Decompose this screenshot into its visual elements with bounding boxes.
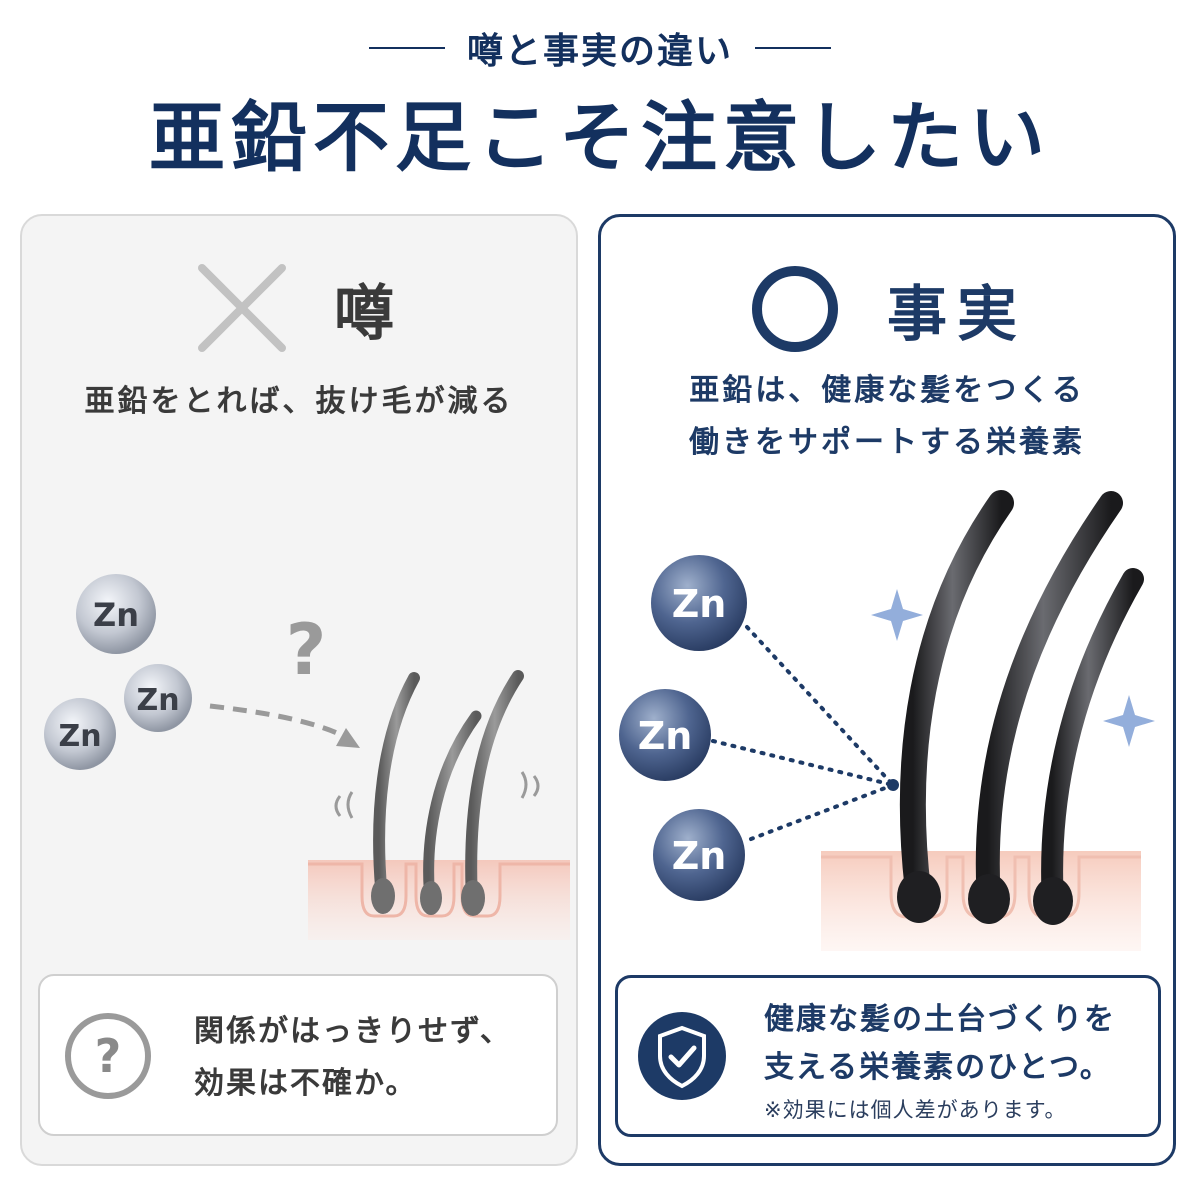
zn-ball-blue-2: Zn — [619, 689, 711, 781]
wiggle-mark-right-icon — [520, 771, 528, 799]
connector-dot — [887, 779, 899, 791]
rumor-heading-row: 噂 — [22, 258, 576, 358]
arrow-head-icon — [336, 728, 360, 748]
zn-ball-blue-1: Zn — [651, 555, 747, 651]
rumor-panel: 噂 亜鉛をとれば、抜け毛が減る Zn — [20, 214, 578, 1166]
zn-label: Zn — [93, 596, 139, 634]
subtitle-line-left — [368, 47, 445, 49]
cross-icon — [198, 264, 286, 352]
fact-statement-line2: 働きをサポートする栄養素 — [689, 425, 1085, 460]
svg-text:?: ? — [95, 1029, 122, 1083]
rumor-illustration: Zn Zn Zn ? — [44, 574, 570, 940]
zn-label: Zn — [136, 683, 179, 718]
fact-note-line1: 健康な髪の土台づくりを — [764, 1002, 1116, 1037]
subtitle-row: 噂と事実の違い — [0, 22, 1200, 74]
dotted-connector — [745, 625, 895, 787]
fact-heading: 事実 — [887, 279, 1027, 350]
dotted-connector — [711, 739, 895, 787]
main-title: 亜鉛不足こそ注意したい — [149, 93, 1051, 182]
sparkle-icon — [1103, 695, 1155, 747]
wiggle-mark-left-icon — [334, 795, 342, 817]
question-circle-icon: ? — [65, 1013, 151, 1099]
rumor-note-line2: 効果は不確か。 — [194, 1066, 418, 1101]
fact-heading-row: 事実 — [601, 259, 1173, 359]
hair-strand — [465, 670, 524, 906]
zn-ball-gray-3: Zn — [44, 698, 116, 770]
rumor-heading: 噂 — [334, 278, 404, 349]
fact-statement: 亜鉛は、健康な髪をつくる 働きをサポートする栄養素 — [601, 365, 1173, 469]
fact-note-line2: 支える栄養素のひとつ。 — [764, 1050, 1112, 1085]
zn-label: Zn — [672, 834, 727, 878]
zn-label: Zn — [638, 714, 693, 758]
fact-statement-line1: 亜鉛は、健康な髪をつくる — [689, 373, 1085, 408]
shield-check-icon — [638, 1012, 726, 1100]
fact-note-box: 健康な髪の土台づくりを 支える栄養素のひとつ。 ※効果には個人差があります。 — [615, 975, 1161, 1137]
hair-strand — [373, 672, 420, 904]
dashed-arrow — [209, 703, 350, 741]
zn-label: Zn — [672, 582, 727, 626]
dotted-connector — [749, 783, 895, 841]
rumor-note-box: ? 関係がはっきりせず、 効果は不確か。 — [38, 974, 558, 1136]
hair-strand — [1041, 568, 1144, 914]
subtitle-line-right — [755, 47, 831, 49]
zn-ball-gray-1: Zn — [76, 574, 156, 654]
sparkle-icon — [871, 589, 923, 641]
fact-note-text: 健康な髪の土台づくりを 支える栄養素のひとつ。 ※効果には個人差があります。 — [764, 996, 1116, 1128]
hair-strand — [423, 710, 482, 906]
zn-ball-blue-3: Zn — [653, 809, 745, 901]
fact-panel: 事実 亜鉛は、健康な髪をつくる 働きをサポートする栄養素 — [598, 214, 1176, 1166]
rumor-statement: 亜鉛をとれば、抜け毛が減る — [84, 384, 514, 419]
circle-icon — [752, 266, 838, 352]
zn-ball-gray-2: Zn — [124, 664, 192, 732]
disclaimer: ※効果には個人差があります。 — [764, 1098, 1067, 1122]
rumor-note-text: 関係がはっきりせず、 効果は不確か。 — [194, 1006, 512, 1110]
rumor-note-line1: 関係がはっきりせず、 — [194, 1014, 512, 1049]
question-mark-icon: ? — [286, 609, 327, 691]
subtitle: 噂と事実の違い — [466, 31, 733, 72]
hair-strand — [975, 491, 1123, 913]
hair-strand — [899, 490, 1014, 912]
zn-label: Zn — [58, 719, 101, 754]
fact-illustration: Zn Zn Zn — [619, 490, 1155, 951]
